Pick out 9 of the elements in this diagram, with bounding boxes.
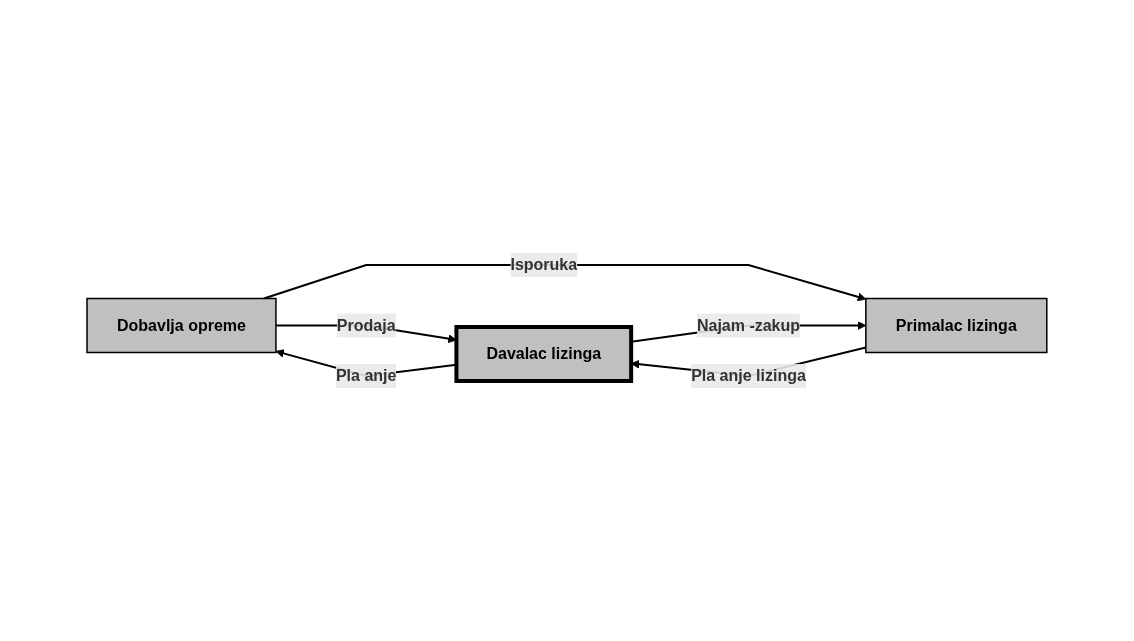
edge-label: Pla anje lizinga — [691, 367, 806, 384]
node-box: Davalac lizinga — [454, 325, 634, 383]
edge-label: Prodaja — [336, 316, 396, 334]
node-box: Dobavlja opreme — [86, 297, 277, 354]
node-box: Primalac lizinga — [865, 297, 1048, 354]
arrow — [263, 264, 867, 302]
edge-label: Pla anje — [336, 367, 397, 384]
edge-label: Isporuka — [510, 256, 578, 273]
edge-label: Najam -zakup — [697, 316, 801, 334]
